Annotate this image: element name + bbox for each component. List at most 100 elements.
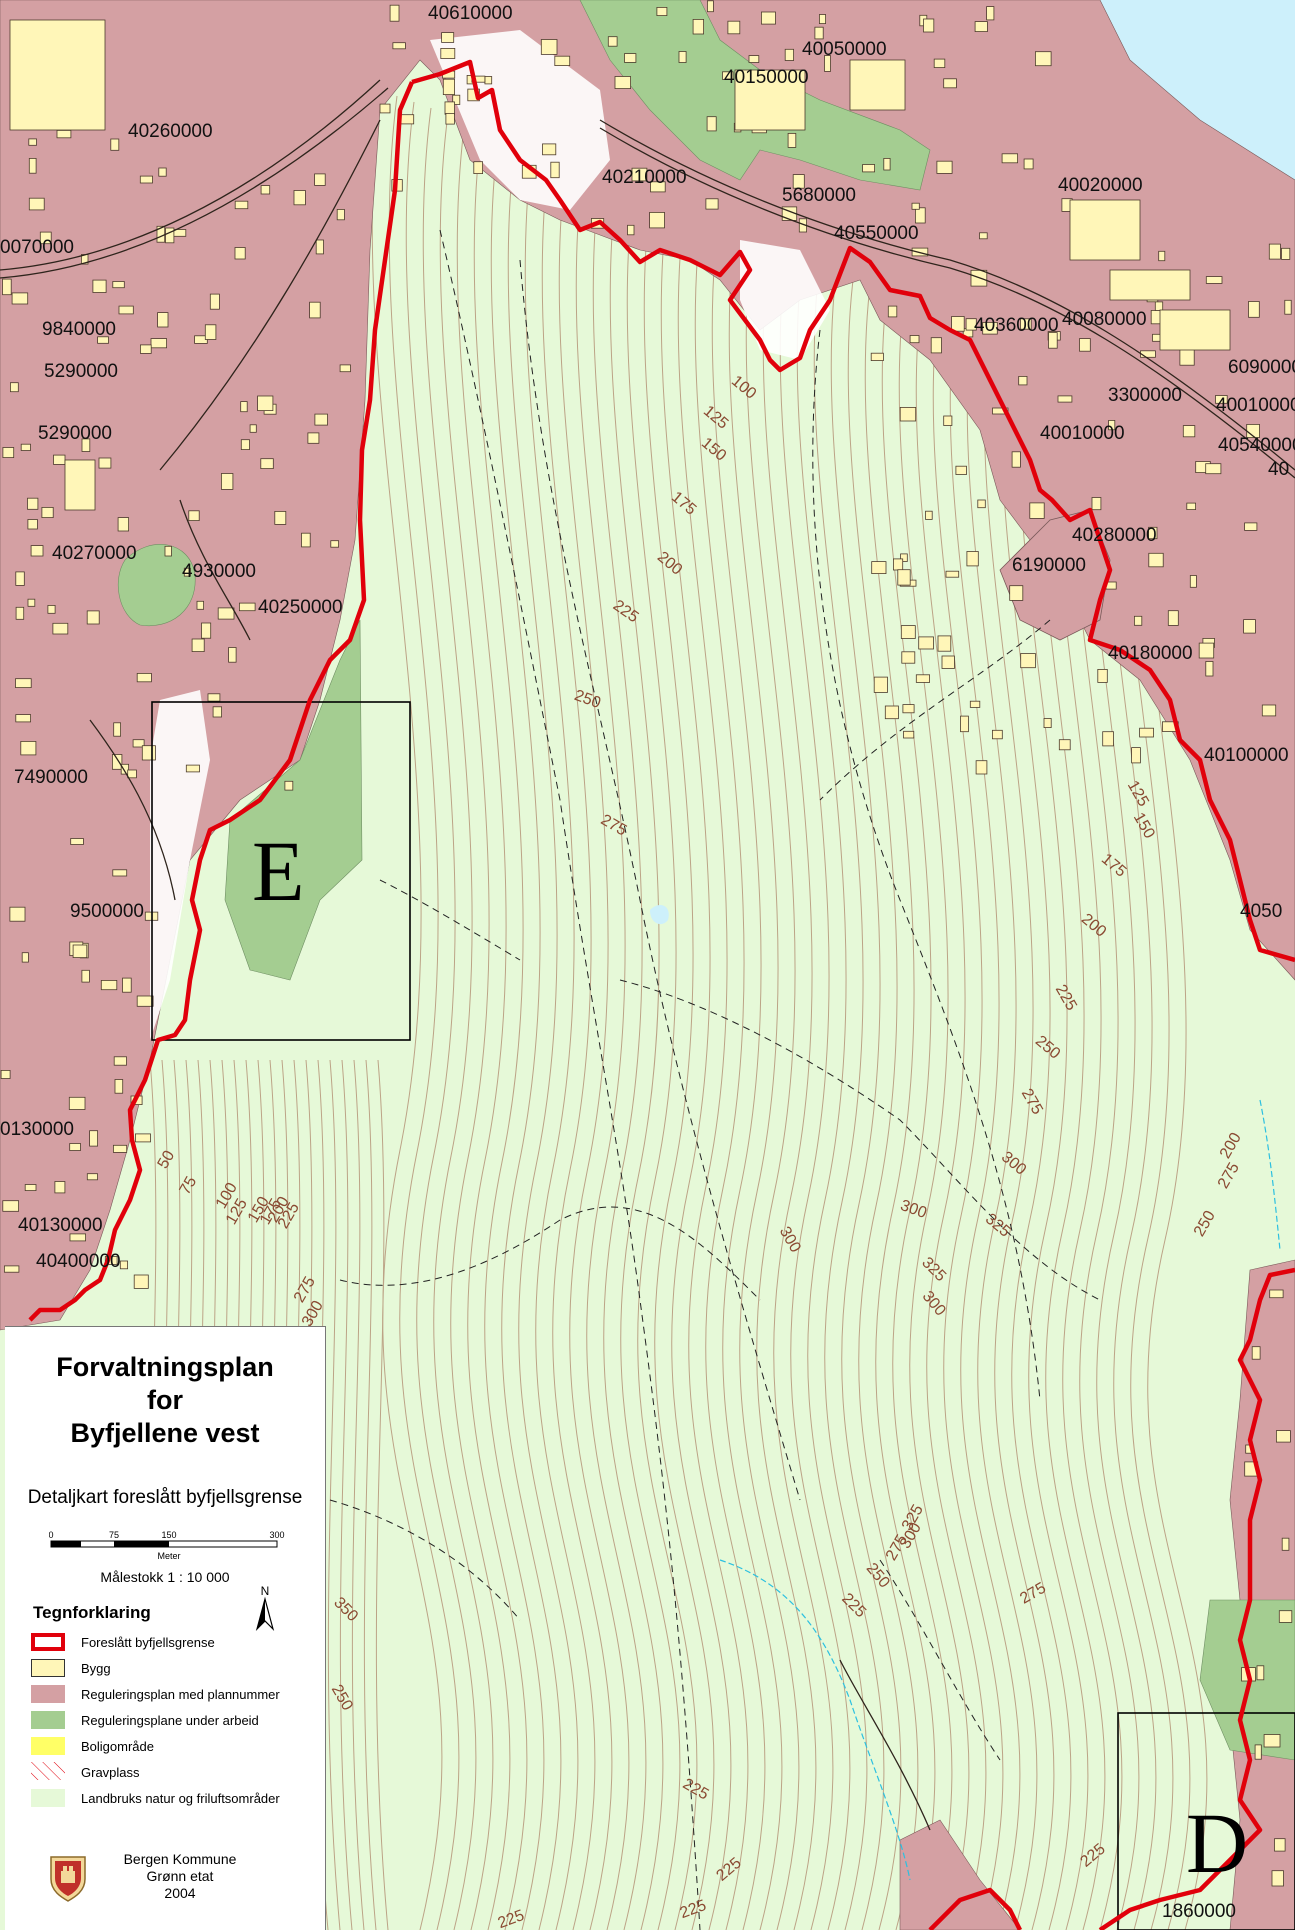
- building: [228, 647, 237, 663]
- building: [1186, 502, 1197, 511]
- plan-number-label: 40080000: [1062, 309, 1147, 330]
- streams: [719, 1099, 1281, 1881]
- plan-number-label: 4050: [1240, 901, 1283, 922]
- building: [1140, 350, 1156, 358]
- building: [1011, 451, 1021, 468]
- contour-line: [456, 119, 528, 1930]
- scale-tick-label: 0: [49, 1530, 54, 1540]
- building: [201, 622, 212, 639]
- building: [1097, 669, 1108, 683]
- building: [330, 540, 339, 548]
- detail-frame-e[interactable]: [151, 701, 411, 1041]
- building: [185, 764, 200, 773]
- proposed-boundary-line[interactable]: [411, 59, 1295, 963]
- building: [1281, 1537, 1290, 1551]
- roads: [0, 79, 1295, 1831]
- building: [1023, 158, 1034, 170]
- plan-number-label: 40210000: [602, 167, 687, 188]
- building: [1281, 247, 1291, 260]
- built-up-area: [740, 240, 830, 360]
- building: [444, 101, 455, 115]
- org-line: Bergen Kommune: [123, 1851, 237, 1867]
- scale-text: Målestokk 1 : 10 000: [100, 1569, 230, 1585]
- building: [933, 58, 946, 68]
- contour-line: [932, 287, 1004, 1930]
- plan-number-label: 6190000: [1012, 555, 1086, 576]
- building: [1268, 243, 1281, 260]
- buildings: [0, 0, 1293, 1887]
- plan-number-label: 40020000: [1058, 175, 1143, 196]
- building: [1269, 1289, 1284, 1299]
- building: [484, 76, 493, 85]
- contour-line: [609, 173, 681, 1930]
- building: [1256, 1665, 1265, 1681]
- building: [98, 457, 112, 469]
- building: [339, 364, 351, 373]
- under-work-zone: [118, 544, 196, 627]
- building: [915, 207, 926, 224]
- building: [1205, 276, 1223, 284]
- building: [1091, 497, 1102, 511]
- building: [707, 0, 714, 13]
- building: [901, 651, 916, 664]
- building: [649, 211, 665, 229]
- building: [1182, 425, 1196, 438]
- building: [915, 674, 930, 683]
- building: [127, 769, 137, 779]
- building: [1020, 653, 1036, 669]
- legend-item-label: Reguleringsplane under arbeid: [81, 1713, 259, 1728]
- building: [692, 18, 704, 35]
- building: [234, 247, 246, 260]
- building: [992, 729, 1003, 740]
- detail-frame-d[interactable]: [1117, 1712, 1295, 1930]
- building: [309, 301, 321, 319]
- building: [1148, 552, 1164, 568]
- contour-line: [541, 149, 613, 1930]
- building: [955, 465, 967, 475]
- building: [542, 143, 557, 156]
- building: [1154, 301, 1164, 311]
- building: [301, 532, 311, 548]
- building: [15, 714, 32, 723]
- org-line: 2004: [164, 1885, 196, 1901]
- building: [1263, 1734, 1281, 1748]
- building: [918, 636, 934, 650]
- building: [139, 175, 153, 184]
- building: [1102, 731, 1114, 747]
- building: [445, 113, 455, 125]
- building: [1058, 739, 1071, 751]
- building: [899, 406, 917, 422]
- building: [260, 185, 271, 195]
- building: [900, 553, 908, 562]
- proposed-boundary-line-west[interactable]: [28, 81, 415, 1322]
- building: [196, 600, 204, 610]
- legend-swatch-regulated: [31, 1685, 65, 1703]
- legend-swatch-boundary: [31, 1633, 65, 1651]
- plan-number-label: 40280000: [1072, 525, 1157, 546]
- contour-line: [762, 227, 834, 1930]
- plan-number-label: 40: [1268, 459, 1290, 480]
- plan-number-label: 40010000: [1040, 423, 1125, 444]
- building: [1271, 1870, 1284, 1887]
- building: [15, 606, 25, 620]
- building: [1205, 463, 1222, 475]
- contour-line: [677, 197, 749, 1930]
- contour-line: [439, 113, 511, 1930]
- building: [191, 638, 205, 653]
- legend-title-line: for: [147, 1385, 183, 1415]
- building: [315, 239, 324, 255]
- proposed-boundary-line-east[interactable]: [1098, 1267, 1295, 1930]
- building: [540, 39, 558, 55]
- proposed-boundary-line-south[interactable]: [928, 1887, 1023, 1930]
- building: [314, 173, 326, 186]
- building: [607, 36, 618, 47]
- plan-number-label: 40270000: [52, 543, 137, 564]
- building: [1284, 299, 1292, 315]
- building: [120, 763, 129, 775]
- plan-number-label: 40540000: [1218, 435, 1295, 456]
- building: [28, 138, 37, 146]
- detail-letter-e: E: [252, 823, 305, 919]
- north-label: N: [261, 1584, 270, 1598]
- building: [911, 202, 920, 210]
